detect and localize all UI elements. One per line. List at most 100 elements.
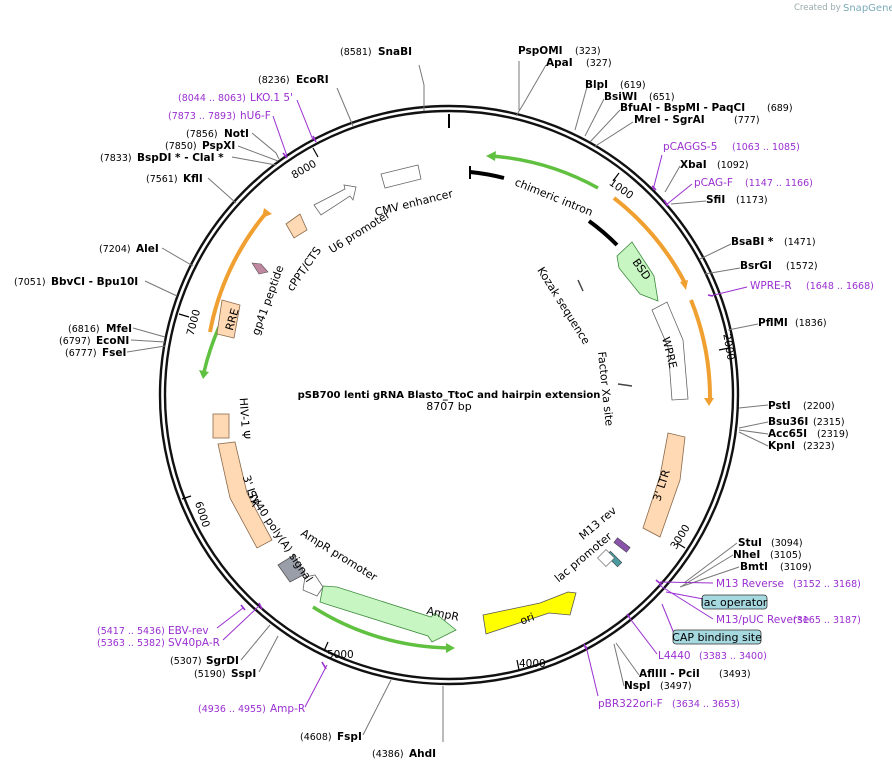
credit-text: Created by <box>794 3 841 13</box>
primer-name: L4440 <box>658 650 691 662</box>
chimeric-intron-arc-1 <box>469 170 505 180</box>
site-pos: (7850) <box>165 141 197 152</box>
site-name: BlpI <box>585 79 608 91</box>
site-pos: (7856) <box>186 129 218 140</box>
site-name: Bsu36I <box>768 416 808 428</box>
green-arc-bottom <box>312 605 451 650</box>
chimeric-intron-label: chimeric intron <box>513 176 595 219</box>
site-name: EcoRI <box>296 74 329 86</box>
rre-feature <box>216 299 241 339</box>
primer-name: pCAGGS-5 <box>663 141 717 153</box>
site-pos: (2319) <box>817 429 849 440</box>
primer-name: M13/pUC Reverse <box>716 614 809 626</box>
site-pos: (1173) <box>736 195 768 206</box>
cap-site-box: CAP binding site <box>672 629 762 645</box>
primer-name: pBR322ori-F <box>598 698 663 710</box>
site-name: PflMI <box>758 317 788 329</box>
site-pos: (619) <box>620 80 646 91</box>
site-name: BmtI <box>740 561 768 573</box>
site-name: BbvCI - Bpu10I <box>51 276 138 288</box>
site-pos: (2315) <box>813 417 845 428</box>
cmv-enhancer-feature <box>380 164 422 189</box>
primer-name: EBV-rev <box>168 625 209 637</box>
site-name: FspI <box>337 731 362 743</box>
tick-label-7000: 7000 <box>185 308 204 337</box>
ampr-feature <box>319 585 457 643</box>
site-pos: (3493) <box>719 669 751 680</box>
site-pos: (6777) <box>65 348 97 359</box>
site-pos: (1092) <box>717 160 749 171</box>
site-name: AflIII - PciI <box>639 668 700 680</box>
primer-pos: (3634 .. 3653) <box>672 699 740 710</box>
site-name: EcoNI <box>96 335 129 347</box>
site-pos: (5307) <box>170 656 202 667</box>
site-pos: (777) <box>734 115 760 126</box>
cmv-enhancer-label: CMV enhancer <box>373 187 454 219</box>
site-pos: (7833) <box>100 153 132 164</box>
primer-name: M13 Reverse <box>716 578 784 590</box>
gp41-feature <box>251 262 269 275</box>
site-name: KflI <box>183 173 203 185</box>
site-name: ApaI <box>546 57 573 69</box>
hiv-psi-feature <box>212 413 230 439</box>
site-name: NheI <box>733 549 760 561</box>
primer-pos: (1063 .. 1085) <box>732 142 800 153</box>
site-pos: (8581) <box>340 47 372 58</box>
plasmid-title: pSB700 lenti gRNA Blasto_TtoC and hairpi… <box>298 390 601 401</box>
site-pos: (6797) <box>59 336 91 347</box>
ori-feature <box>482 591 577 635</box>
site-name: KpnI <box>768 440 795 452</box>
site-name: Acc65I <box>768 428 807 440</box>
primer-pos: (1147 .. 1166) <box>745 178 813 189</box>
factor-xa-label: Factor Xa site <box>595 351 616 427</box>
tick-label-1000: 1000 <box>607 177 636 202</box>
site-pos: (7051) <box>14 277 46 288</box>
primer-name: LKO.1 5' <box>250 92 293 104</box>
primer-name: pCAG-F <box>694 177 733 189</box>
site-name: PstI <box>768 400 791 412</box>
green-arrow-bottom <box>446 643 455 653</box>
backbone-outer <box>158 104 740 686</box>
primer-name: Amp-R <box>270 703 305 715</box>
tick-label-4000: 4000 <box>519 658 546 670</box>
factor-xa-mark <box>617 383 633 387</box>
site-name: AhdI <box>409 748 436 760</box>
green-arrow-left <box>199 370 209 379</box>
site-name: SnaBI <box>378 46 412 58</box>
primer-pos: (1648 .. 1668) <box>806 281 874 292</box>
site-pos: (1572) <box>786 261 818 272</box>
site-pos: (323) <box>575 46 601 57</box>
site-name: MreI - SgrAI <box>634 114 705 126</box>
lac-operator-label: lac operator <box>701 596 768 609</box>
primer-name: WPRE-R <box>750 280 792 292</box>
site-pos: (4608) <box>300 732 332 743</box>
cap-site-label: CAP binding site <box>672 631 762 644</box>
site-name: NotI <box>224 128 249 140</box>
site-pos: (2323) <box>803 441 835 452</box>
sites-left: (8581) SnaBI (8236) EcoRI (7856) NotI (7… <box>14 46 436 760</box>
site-name: BsiWI <box>604 91 637 103</box>
orange-arc-right-1 <box>612 196 687 284</box>
primer-pos: (5363 .. 5382) <box>97 638 165 649</box>
site-pos: (3105) <box>770 550 802 561</box>
primer-pos: (8044 .. 8063) <box>178 93 246 104</box>
ltr3-left-feature <box>217 441 273 549</box>
ampr-promoter-feature <box>302 574 324 597</box>
sv40-polya-feature <box>277 554 306 583</box>
hiv-psi-label: HIV-1 Ψ <box>237 397 253 440</box>
chimeric-intron-arc-2 <box>587 219 619 247</box>
site-pos: (689) <box>767 103 793 114</box>
site-name: StuI <box>738 537 762 549</box>
tick-label-2000: 2000 <box>720 333 736 361</box>
site-leaders-right <box>515 61 769 687</box>
site-pos: (1471) <box>784 237 816 248</box>
cppt-feature <box>285 213 308 239</box>
kozak-label: Kozak sequence <box>534 265 592 347</box>
primer-pos: (4936 .. 4955) <box>198 704 266 715</box>
site-pos: (8236) <box>258 75 290 86</box>
site-pos: (327) <box>586 58 612 69</box>
site-pos: (5190) <box>194 669 226 680</box>
plasmid-size: 8707 bp <box>426 400 471 413</box>
site-pos: (3109) <box>780 562 812 573</box>
